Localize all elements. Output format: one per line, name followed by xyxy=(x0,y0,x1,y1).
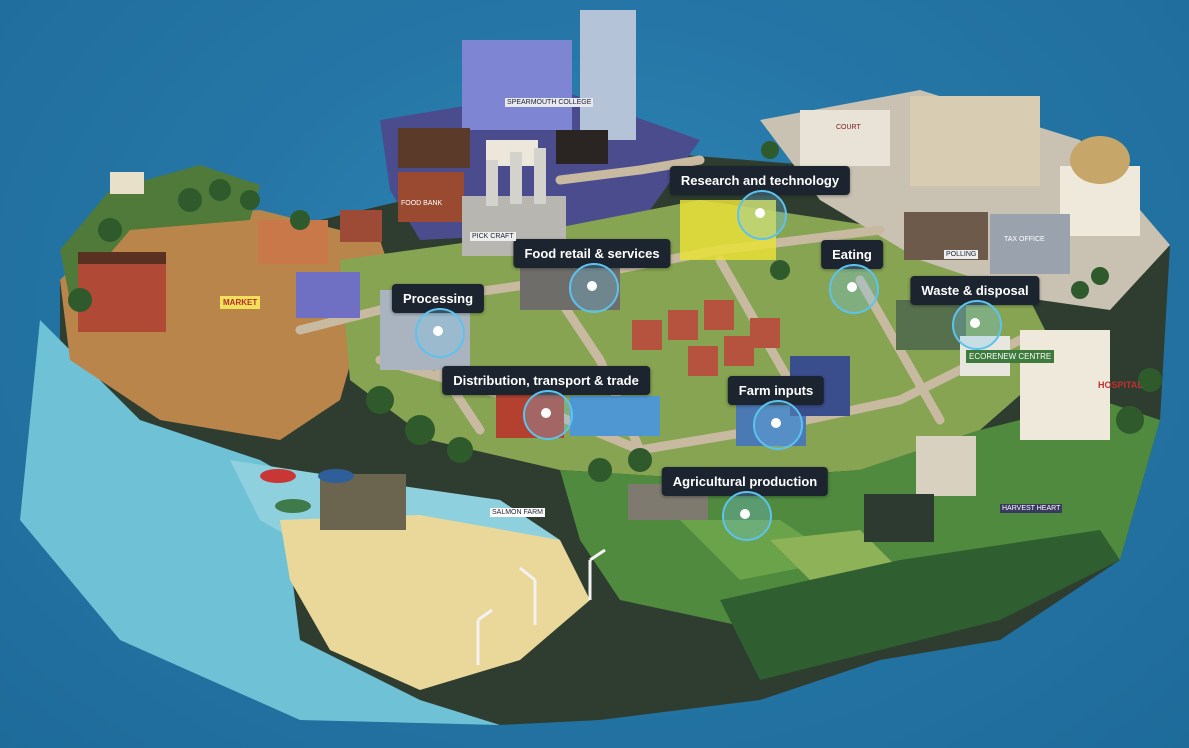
hotspot-dot[interactable] xyxy=(970,318,980,328)
boats xyxy=(260,469,354,513)
hotspot-dot[interactable] xyxy=(541,408,551,418)
wind-turbines xyxy=(476,548,606,665)
west-hill xyxy=(60,165,260,300)
sign-harvest: HARVEST HEART xyxy=(1000,504,1063,513)
sign-ecorenew: ECORENEW CENTRE xyxy=(966,350,1055,363)
beach xyxy=(280,515,590,690)
hotspot-dot[interactable] xyxy=(755,208,765,218)
sign-polling: POLLING xyxy=(944,250,979,259)
hotspot-ring[interactable] xyxy=(415,308,465,358)
hotspot-dot[interactable] xyxy=(771,418,781,428)
sign-market: MARKET xyxy=(220,296,261,309)
hotspot-label[interactable]: Waste & disposal xyxy=(910,276,1040,305)
sign-court: COURT xyxy=(836,124,861,131)
sign-tax-office: TAX OFFICE xyxy=(1004,236,1045,243)
sign-salmon: SALMON FARM xyxy=(490,508,545,517)
sign-hospital: HOSPITAL xyxy=(1098,380,1143,390)
hotspot-dot[interactable] xyxy=(740,509,750,519)
south-forest xyxy=(720,530,1120,680)
sign-college: SPEARMOUTH COLLEGE xyxy=(505,98,594,107)
hotspot-dot[interactable] xyxy=(433,326,443,336)
hotspot-dot[interactable] xyxy=(587,281,597,291)
hotspot-label[interactable]: Food retail & services xyxy=(513,239,671,268)
hotspot-label[interactable]: Farm inputs xyxy=(727,376,825,405)
sign-pickcraft: PICK CRAFT xyxy=(470,232,516,241)
trees xyxy=(68,141,1162,482)
hotspot-ring[interactable] xyxy=(952,300,1002,350)
sign-food-bank: FOOD BANK xyxy=(401,200,443,207)
hotspot-dot[interactable] xyxy=(847,282,857,292)
bay-water xyxy=(20,320,500,725)
hotspot-label[interactable]: Processing xyxy=(391,284,485,313)
